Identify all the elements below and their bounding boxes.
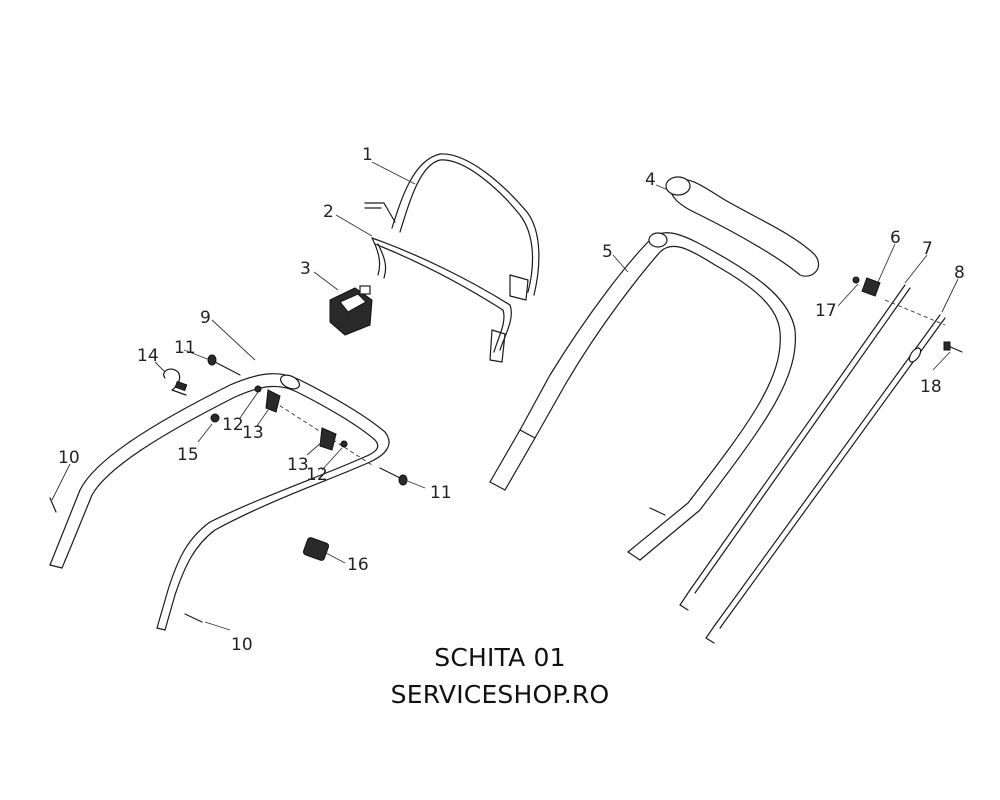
callout-1: 1 bbox=[362, 145, 373, 165]
callout-6: 6 bbox=[890, 228, 901, 248]
callout-16: 16 bbox=[347, 555, 369, 575]
cable-clip bbox=[163, 368, 188, 396]
alignment-line bbox=[884, 299, 946, 326]
nut-15 bbox=[210, 413, 220, 423]
cable-8 bbox=[705, 314, 946, 644]
callout-11: 11 bbox=[174, 338, 196, 358]
callout-12: 12 bbox=[306, 465, 328, 485]
website-caption: SERVICESHOP.RO bbox=[390, 680, 610, 709]
pin-10 bbox=[49, 497, 203, 623]
cable-7 bbox=[679, 284, 911, 611]
bolt-18 bbox=[943, 341, 963, 353]
callout-9: 9 bbox=[200, 308, 211, 328]
callout-3: 3 bbox=[300, 259, 311, 279]
callout-17: 17 bbox=[815, 301, 837, 321]
callout-8: 8 bbox=[954, 263, 965, 283]
callout-13: 13 bbox=[242, 423, 264, 443]
callout-13: 13 bbox=[287, 455, 309, 475]
callout-5: 5 bbox=[602, 242, 613, 262]
foam-grip bbox=[665, 176, 820, 277]
knob-13 bbox=[265, 389, 337, 451]
lower-handle bbox=[49, 373, 390, 631]
alignment-line bbox=[267, 397, 373, 466]
bail-rod bbox=[371, 237, 512, 363]
bolt-12 bbox=[254, 385, 348, 448]
knob-16 bbox=[302, 537, 330, 561]
callout-11: 11 bbox=[430, 483, 452, 503]
callout-7: 7 bbox=[922, 239, 933, 259]
callout-10: 10 bbox=[58, 448, 80, 468]
bail-handle bbox=[364, 153, 540, 301]
leader-lines bbox=[51, 161, 959, 631]
callout-18: 18 bbox=[920, 377, 942, 397]
callout-4: 4 bbox=[645, 170, 656, 190]
callout-10: 10 bbox=[231, 635, 253, 655]
callout-15: 15 bbox=[177, 445, 199, 465]
cable-connector bbox=[852, 276, 881, 297]
diagram-caption: SCHITA 01 bbox=[434, 643, 566, 672]
switch-box bbox=[329, 285, 373, 336]
bolt-11 bbox=[207, 354, 408, 486]
callout-14: 14 bbox=[137, 346, 159, 366]
upper-handle bbox=[489, 232, 797, 561]
callout-12: 12 bbox=[222, 415, 244, 435]
callout-2: 2 bbox=[323, 202, 334, 222]
